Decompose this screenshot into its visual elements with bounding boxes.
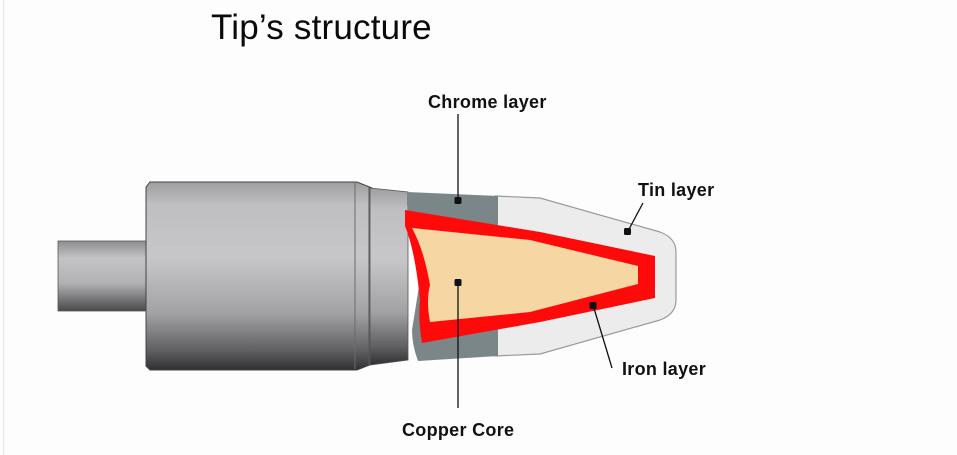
label-tin-layer: Tin layer [638, 180, 715, 200]
label-chrome-layer: Chrome layer [428, 92, 547, 112]
label-copper-core: Copper Core [402, 420, 515, 440]
iron-leader [589, 302, 613, 369]
barrel-collar [369, 187, 409, 366]
diagram-title: Tip’s structure [211, 8, 432, 47]
copper-core [412, 228, 638, 322]
tin-leader [624, 202, 644, 235]
main-barrel [145, 181, 373, 371]
rear-shaft [57, 240, 149, 312]
left-border [3, 0, 4, 455]
copper-leader [454, 279, 462, 408]
chrome-leader [454, 114, 462, 204]
label-iron-layer: Iron layer [622, 359, 707, 379]
